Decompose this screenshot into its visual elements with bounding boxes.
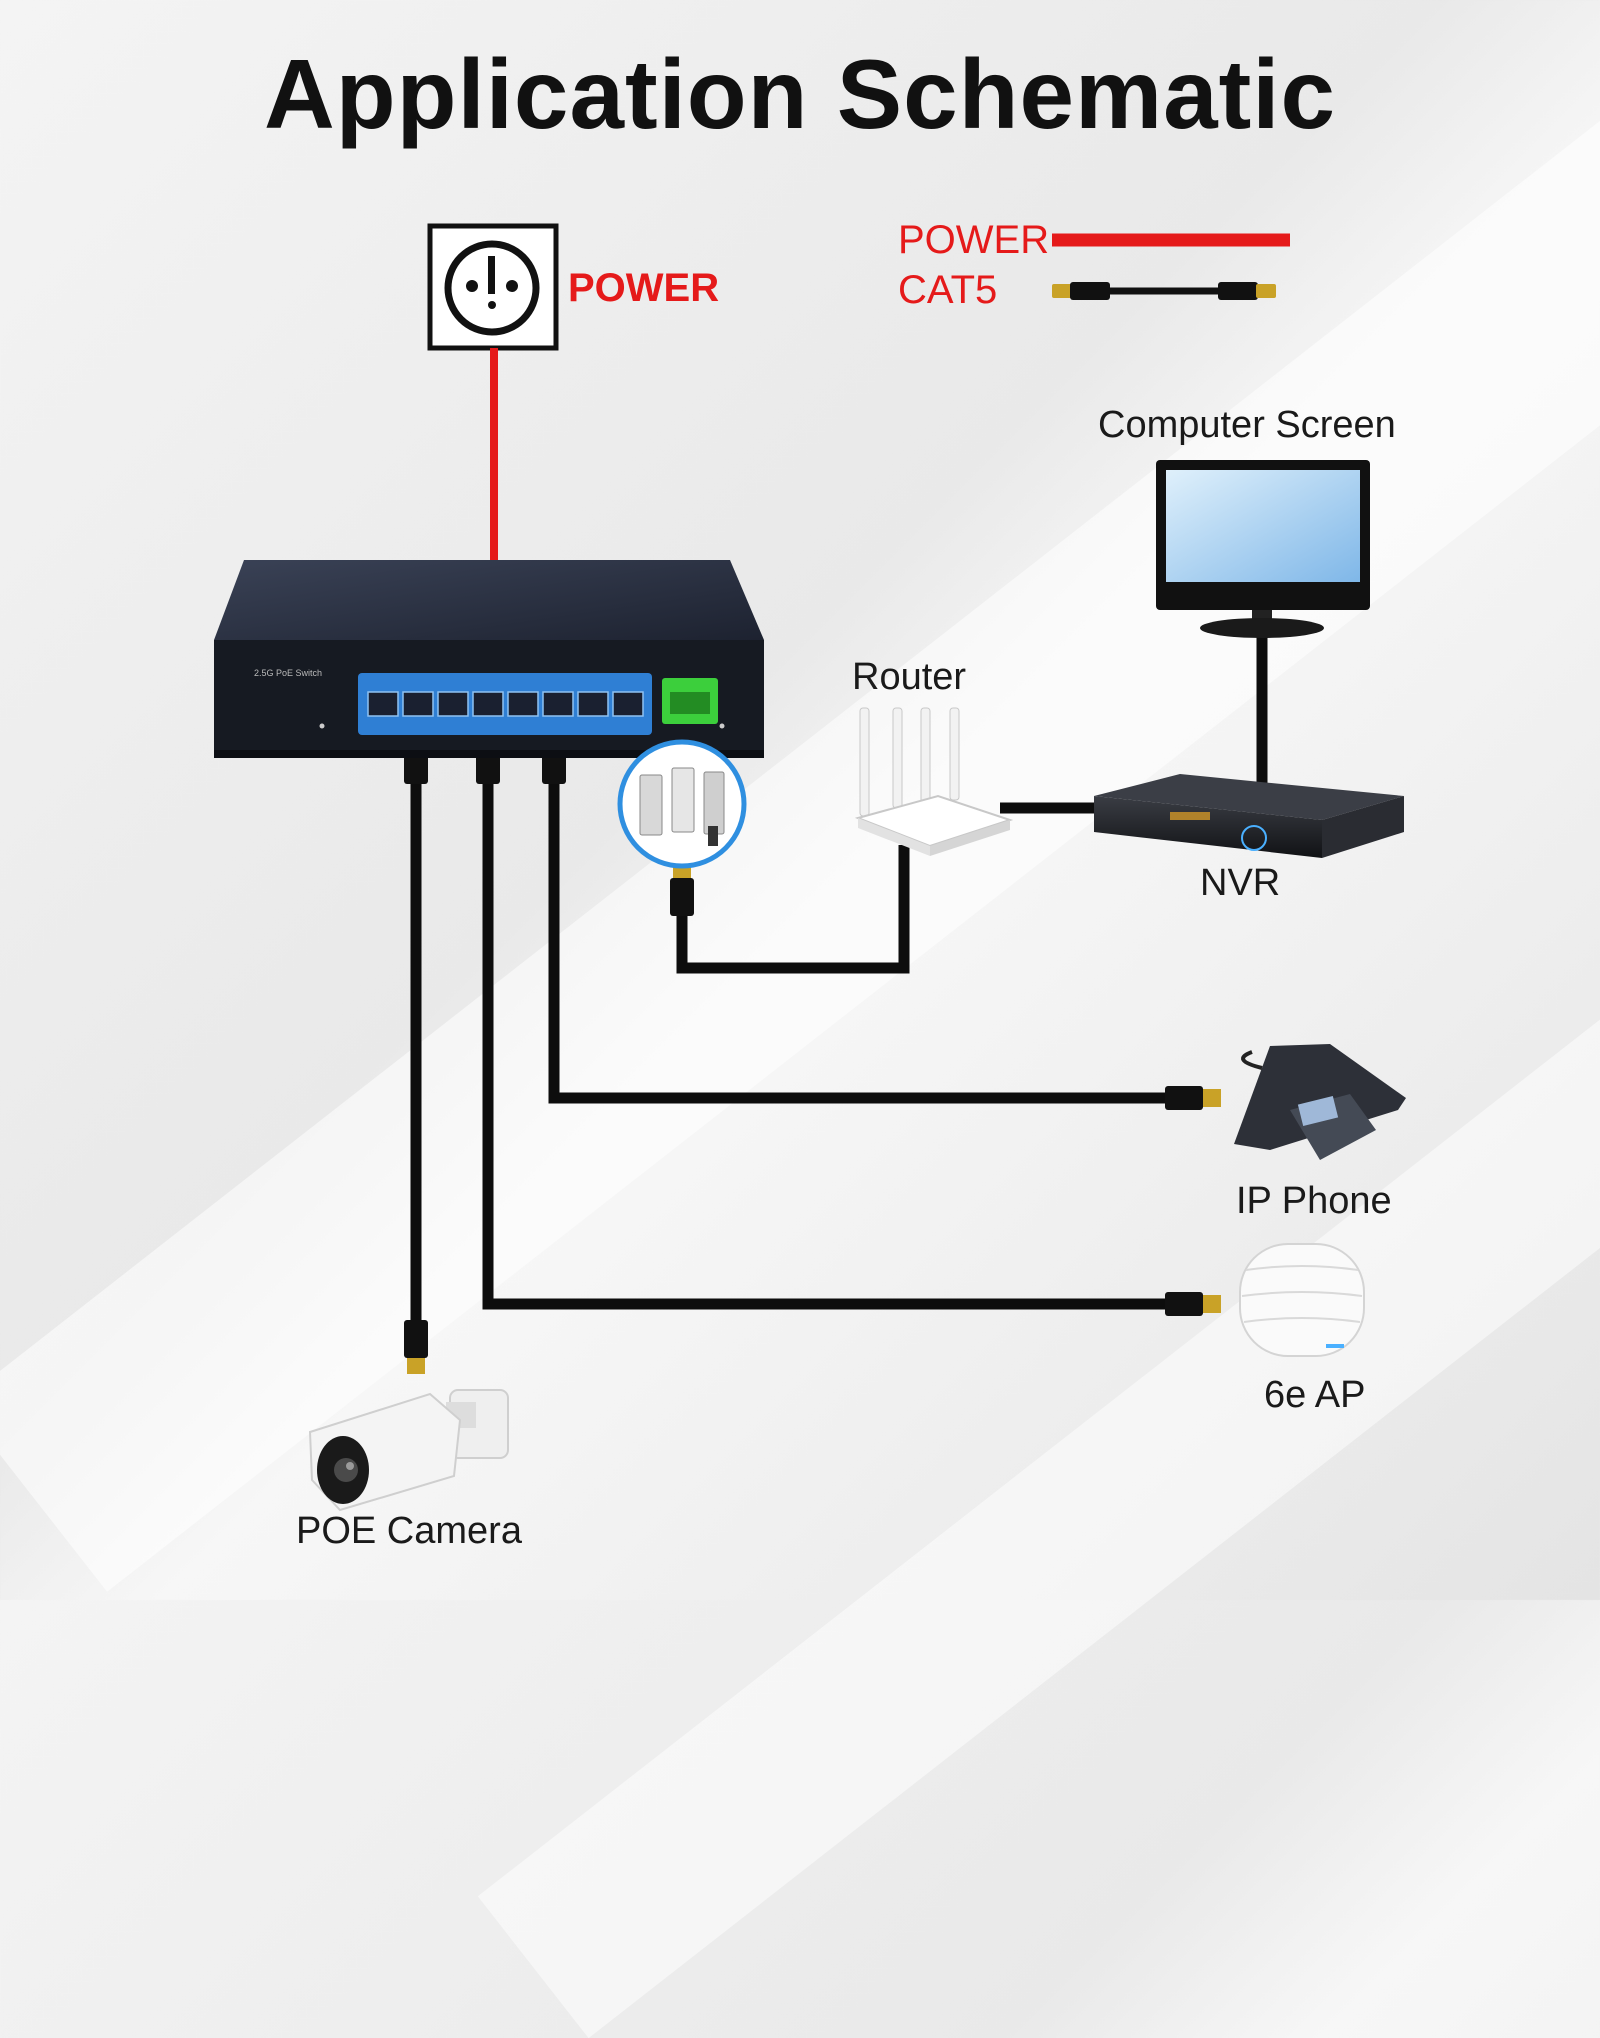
- poe-camera-icon: [308, 1389, 509, 1512]
- connector: [1165, 1292, 1221, 1316]
- outlet-power-label: POWER: [568, 266, 720, 310]
- power-outlet-icon: [427, 223, 559, 351]
- connector: [1165, 1086, 1221, 1110]
- connector: [404, 1320, 428, 1374]
- rj45-port-panel: [358, 673, 652, 735]
- nvr-icon: [1094, 774, 1404, 858]
- router-icon: [854, 707, 1014, 856]
- ip-phone-icon: [1234, 1044, 1406, 1160]
- page-title: Application Schematic: [263, 39, 1336, 149]
- legend-power-label: POWER: [898, 218, 1050, 262]
- router-label: Router: [852, 656, 967, 698]
- ip-phone-label: IP Phone: [1236, 1180, 1392, 1222]
- sfp-modules-icon: [617, 739, 747, 869]
- ap-label: 6e AP: [1264, 1374, 1366, 1416]
- cat5-cables: [410, 630, 1268, 1322]
- computer-screen-icon: [1156, 460, 1370, 638]
- camera-label: POE Camera: [296, 1510, 522, 1552]
- nvr-label: NVR: [1200, 862, 1281, 904]
- connector: [670, 862, 694, 916]
- switch-label: 2.5G PoE Switch: [254, 668, 322, 678]
- poe-switch: 2.5G PoE Switch: [214, 560, 764, 758]
- legend-cat5-label: CAT5: [898, 268, 998, 312]
- computer-screen-label: Computer Screen: [1098, 404, 1396, 446]
- rj45-ports: [367, 691, 644, 717]
- schematic-diagram: 2.5G PoE Switch: [214, 223, 1406, 1512]
- legend-cat5-line: [1052, 282, 1276, 300]
- access-point-icon: [1239, 1243, 1365, 1357]
